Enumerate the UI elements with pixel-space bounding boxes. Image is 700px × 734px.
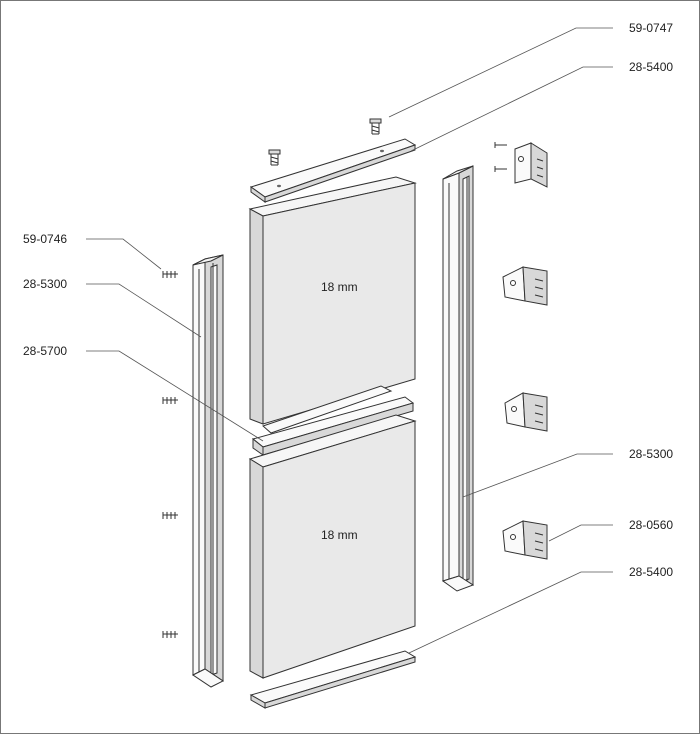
leader-lines [86, 27, 613, 654]
hinge-3 [504, 392, 548, 432]
left-screw-4 [162, 631, 178, 638]
label-middle-rail: 28-5700 [23, 344, 67, 358]
upper-panel: 18 mm [248, 176, 417, 425]
left-profile [192, 254, 224, 688]
upper-panel-dimension: 18 mm [321, 280, 358, 294]
label-top-rail: 28-5400 [629, 60, 673, 74]
middle-rail [251, 385, 415, 456]
top-rail [249, 138, 417, 203]
label-left-screw: 59-0746 [23, 232, 67, 246]
lower-panel-dimension: 18 mm [321, 528, 358, 542]
label-bottom-rail: 28-5400 [629, 565, 673, 579]
left-screw-3 [162, 512, 178, 519]
top-screw-left [268, 149, 281, 166]
label-right-profile: 28-5300 [629, 447, 673, 461]
hinge-1 [494, 142, 548, 188]
bottom-rail [249, 650, 417, 709]
label-hinge: 28-0560 [629, 518, 673, 532]
hinge-4 [502, 520, 548, 560]
label-top-screw: 59-0747 [629, 21, 673, 35]
left-screw-2 [162, 397, 178, 404]
right-profile [441, 165, 475, 592]
label-left-profile: 28-5300 [23, 277, 67, 291]
left-screw-1 [162, 271, 178, 278]
hinge-2 [502, 266, 548, 306]
lower-panel: 18 mm [248, 414, 417, 679]
top-screw-right [369, 118, 382, 135]
